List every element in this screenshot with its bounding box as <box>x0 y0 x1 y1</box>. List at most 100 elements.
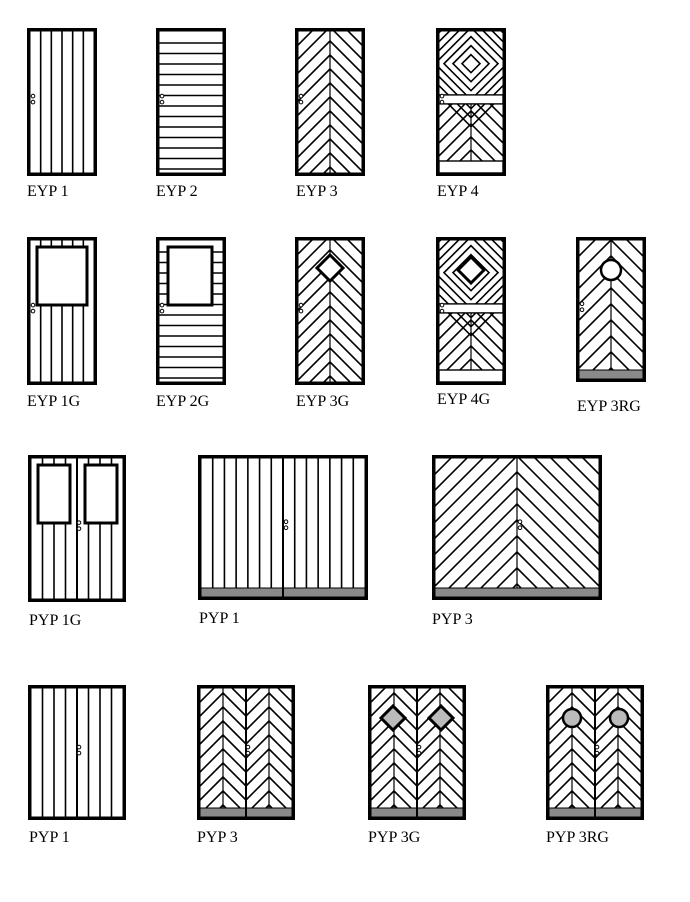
board-line <box>617 748 641 773</box>
handle-icon <box>579 301 585 307</box>
board-line <box>393 790 413 808</box>
door-frame <box>295 28 365 176</box>
label-pyp3g: PYP 3G <box>368 829 421 846</box>
door-frame <box>156 28 226 176</box>
board-line <box>298 305 331 339</box>
board-line <box>222 706 247 731</box>
diamond-window <box>378 703 408 733</box>
board-line <box>246 819 269 842</box>
board-line <box>439 332 472 366</box>
lock-icon <box>298 308 304 314</box>
board-line <box>594 688 611 703</box>
lock-icon <box>245 750 251 756</box>
board-line <box>298 319 331 353</box>
board-line <box>579 688 596 703</box>
board-line <box>618 833 641 856</box>
board-line <box>439 110 472 144</box>
board-line <box>439 312 467 340</box>
board-line <box>439 123 472 157</box>
door-frame <box>27 28 97 176</box>
door-frame <box>198 455 368 600</box>
inner-frame <box>438 30 504 174</box>
board-line <box>440 819 463 842</box>
board-line <box>268 720 292 745</box>
board-line <box>549 692 573 717</box>
board-line <box>200 706 224 731</box>
board-line <box>579 303 612 337</box>
board-line <box>200 720 224 745</box>
diamond-board <box>439 31 503 101</box>
board-line <box>479 551 518 588</box>
board-line <box>346 240 362 255</box>
board-line <box>371 748 395 773</box>
board-line <box>553 790 573 808</box>
board-line <box>439 103 454 118</box>
board-line <box>549 762 573 787</box>
door-frame <box>576 237 646 382</box>
door-pyp1g <box>28 455 126 602</box>
panel-boards <box>435 458 599 714</box>
board-line <box>332 240 362 269</box>
diamond-board <box>442 35 500 92</box>
board-line <box>517 632 599 714</box>
board-line <box>245 776 270 801</box>
board-line <box>416 762 441 787</box>
board-line <box>610 319 643 353</box>
handle-icon <box>30 93 36 99</box>
board-line <box>245 720 270 745</box>
panel-boards <box>39 31 85 173</box>
inner-frame <box>158 30 224 174</box>
board-line <box>298 347 331 381</box>
board-line <box>439 762 463 787</box>
board-line <box>245 748 270 773</box>
board-line <box>222 748 247 773</box>
board-line <box>617 692 641 717</box>
board-line <box>298 240 300 241</box>
handle-icon <box>76 520 82 525</box>
board-line <box>245 692 270 717</box>
panel-boards <box>439 240 503 382</box>
board-line <box>549 688 565 703</box>
panel-boards <box>200 688 292 856</box>
board-line <box>610 351 631 370</box>
board-line <box>245 762 270 787</box>
board-line <box>565 458 599 491</box>
label-pyp1-wide: PYP 1 <box>199 610 240 627</box>
board-line <box>268 706 292 731</box>
bottom-rail <box>439 369 503 382</box>
board-line <box>439 103 467 131</box>
board-line <box>200 748 224 773</box>
board-line <box>269 833 292 856</box>
lock-icon <box>76 750 82 756</box>
board-line <box>463 535 518 588</box>
board-line <box>581 458 599 475</box>
board-line <box>516 471 599 555</box>
handle-icon <box>439 302 445 308</box>
board-line <box>393 734 418 759</box>
panel-boards <box>579 240 643 370</box>
lock-icon <box>283 525 289 531</box>
lock-icon <box>416 750 422 756</box>
board-line <box>298 110 331 144</box>
board-line <box>625 688 641 703</box>
board-line <box>579 287 612 321</box>
board-line <box>298 240 328 269</box>
door-eyp3g <box>295 237 365 385</box>
lock-icon <box>159 308 165 314</box>
board-line <box>571 762 596 787</box>
board-line <box>329 110 362 144</box>
handle-icon <box>283 519 289 525</box>
door-frame <box>436 28 506 176</box>
board-line <box>435 458 501 523</box>
board-line <box>571 776 596 801</box>
board-line <box>516 487 599 571</box>
panel-boards <box>298 240 362 382</box>
glass-window <box>35 245 89 307</box>
board-line <box>393 776 418 801</box>
board-line <box>475 103 503 131</box>
board-line <box>298 40 331 74</box>
board-line <box>298 31 328 60</box>
board-line <box>439 202 471 234</box>
board-line <box>625 240 643 257</box>
board-line <box>329 82 362 116</box>
